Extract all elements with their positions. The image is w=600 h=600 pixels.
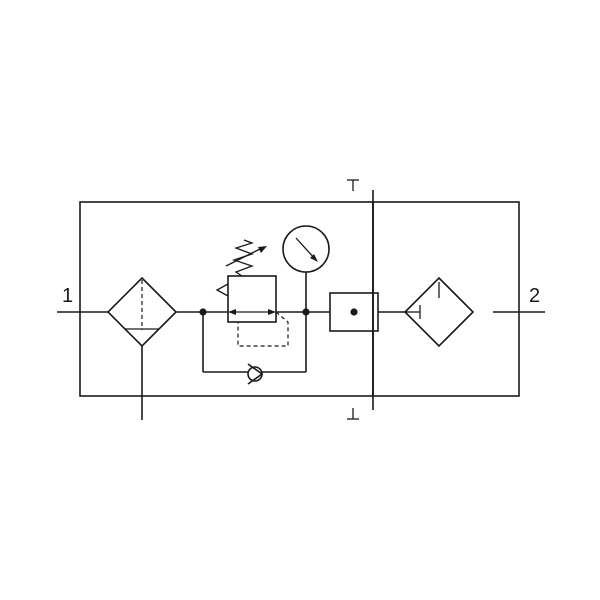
- junction-dot-bypass-in: [199, 308, 207, 316]
- divider-top-mark: [347, 179, 359, 191]
- module-connector-block: [329, 292, 379, 332]
- bypass-check-valve: [202, 312, 307, 385]
- pressure-gauge-icon: [282, 225, 330, 312]
- port-label-inlet: 1: [62, 285, 73, 307]
- divider-bottom-mark: [347, 408, 359, 420]
- lubricator-symbol: [403, 276, 475, 348]
- junction-dot-bypass-out: [302, 308, 310, 316]
- frame-module-right: [372, 201, 520, 397]
- pressure-regulator-symbol: [215, 239, 289, 347]
- port-label-outlet: 2: [529, 285, 540, 307]
- filter-with-drain-symbol: [106, 276, 178, 420]
- frame-module-left: [79, 201, 374, 397]
